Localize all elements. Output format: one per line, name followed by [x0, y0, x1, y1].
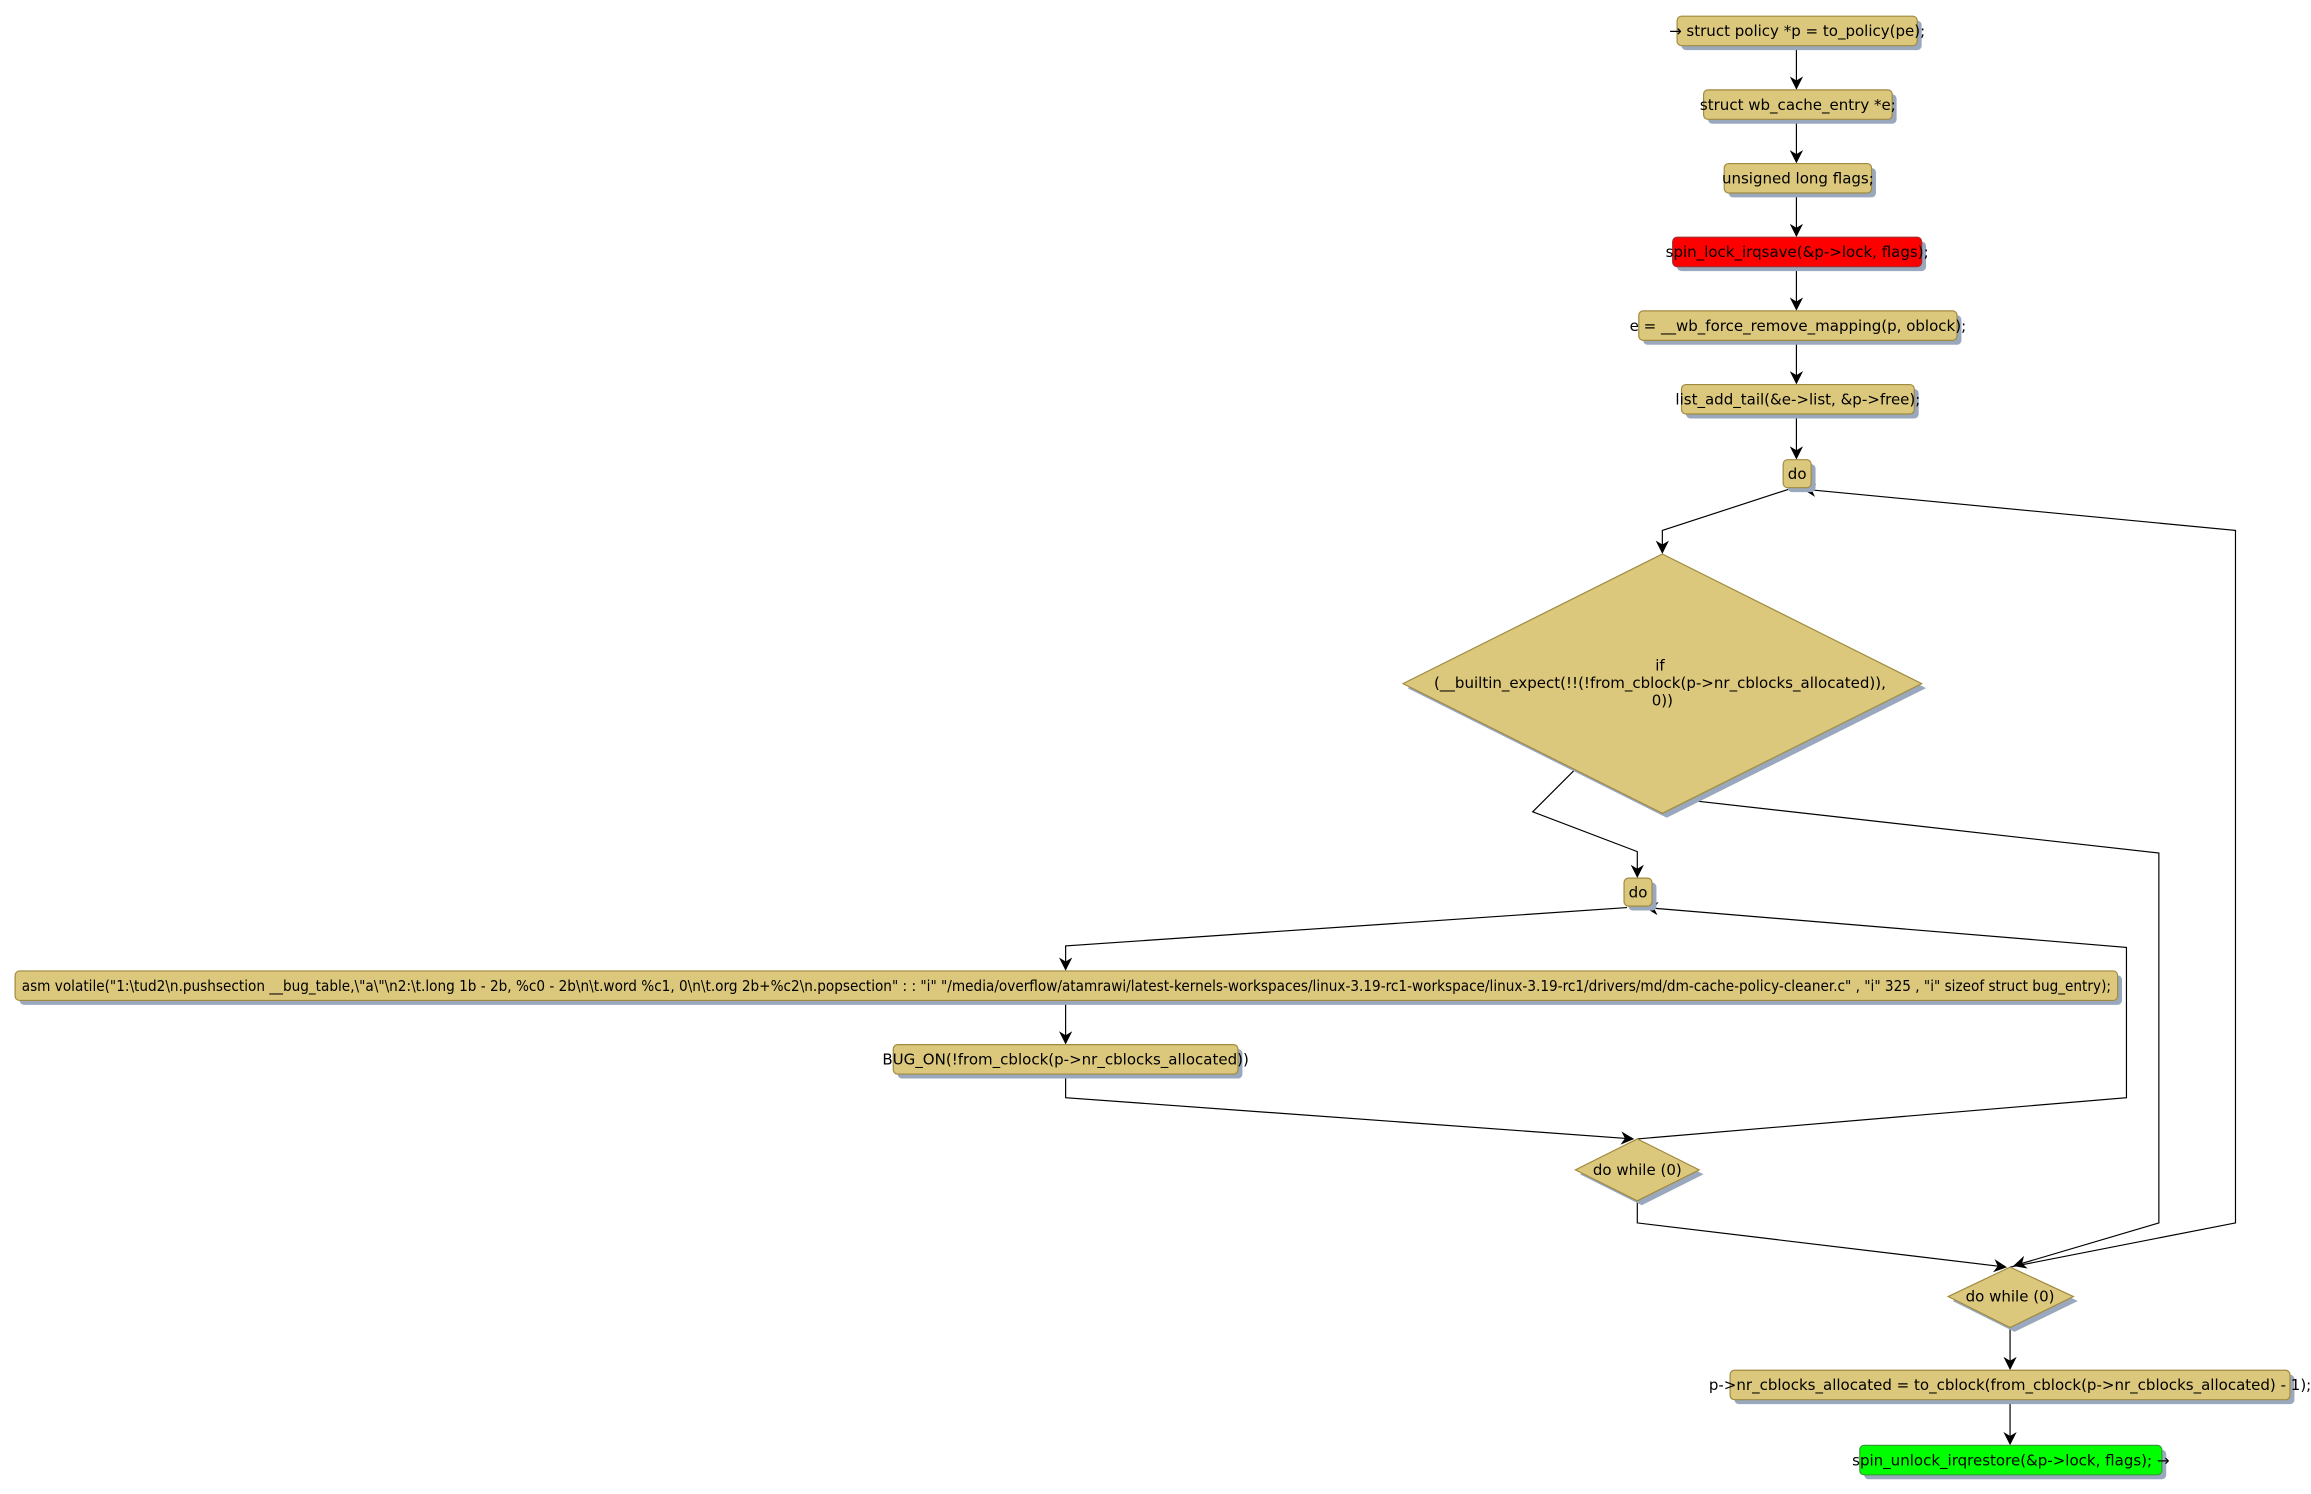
- edges: [1058, 45, 2237, 1446]
- edge-dowhile-inner-exit: [1636, 1200, 2007, 1273]
- node-bug-on[interactable]: BUG_ON(!from_cblock(p->nr_cblocks_alloca…: [882, 1044, 1249, 1079]
- node-decl-flags[interactable]: unsigned long flags;: [1722, 162, 1876, 198]
- node-label: asm volatile("1:\tud2\n.pushsection __bu…: [22, 977, 2111, 996]
- node-label: spin_unlock_irqrestore(&p->lock, flags);…: [1852, 1451, 2169, 1470]
- node-label: spin_lock_irqsave(&p->lock, flags);: [1666, 243, 1929, 262]
- node-asm[interactable]: asm volatile("1:\tud2\n.pushsection __bu…: [14, 970, 2123, 1005]
- edge-if-true: [1531, 770, 1644, 878]
- node-end[interactable]: spin_unlock_irqrestore(&p->lock, flags);…: [1852, 1444, 2169, 1480]
- node-decrement[interactable]: p->nr_cblocks_allocated = to_cblock(from…: [1709, 1369, 2311, 1405]
- edge-bugon-dowhile: [1065, 1075, 1635, 1145]
- node-do-outer[interactable]: do: [1782, 459, 1816, 493]
- node-do-while-inner[interactable]: do while (0): [1574, 1138, 1704, 1206]
- node-label: struct wb_cache_entry *e;: [1700, 96, 1896, 115]
- node-do-while-outer[interactable]: do while (0): [1946, 1266, 2078, 1332]
- node-start[interactable]: → struct policy *p = to_policy(pe);: [1669, 15, 1925, 51]
- edge-do-if: [1655, 488, 1790, 554]
- node-label: → struct policy *p = to_policy(pe);: [1669, 22, 1925, 41]
- edge-if-false: [1687, 799, 2160, 1269]
- node-label: list_add_tail(&e->list, &p->free);: [1675, 390, 1920, 409]
- node-if-decision[interactable]: if (__builtin_expect(!!(!from_cblock(p->…: [1401, 553, 1927, 818]
- node-label: do: [1788, 465, 1807, 483]
- node-label: do while (0): [1593, 1161, 1682, 1179]
- node-label: do while (0): [1966, 1288, 2055, 1306]
- node-label: if (__builtin_expect(!!(!from_cblock(p->…: [1434, 656, 1891, 709]
- node-label: e = __wb_force_remove_mapping(p, oblock)…: [1630, 317, 1967, 336]
- node-label: unsigned long flags;: [1722, 169, 1874, 187]
- edge-doinner-asm: [1058, 907, 1628, 971]
- node-label: BUG_ON(!from_cblock(p->nr_cblocks_alloca…: [882, 1051, 1248, 1070]
- node-do-inner[interactable]: do: [1623, 877, 1657, 911]
- node-lock[interactable]: spin_lock_irqsave(&p->lock, flags);: [1666, 236, 1929, 272]
- node-label: p->nr_cblocks_allocated = to_cblock(from…: [1709, 1376, 2311, 1395]
- node-list-add[interactable]: list_add_tail(&e->list, &p->free);: [1675, 383, 1920, 419]
- node-remove[interactable]: e = __wb_force_remove_mapping(p, oblock)…: [1630, 310, 1967, 345]
- node-label: do: [1629, 883, 1648, 901]
- edge-dowhile-outer-loopback: [1802, 483, 2237, 1268]
- node-decl-entry[interactable]: struct wb_cache_entry *e;: [1700, 89, 1897, 124]
- edge-dowhile-inner-loopback: [1637, 901, 2128, 1140]
